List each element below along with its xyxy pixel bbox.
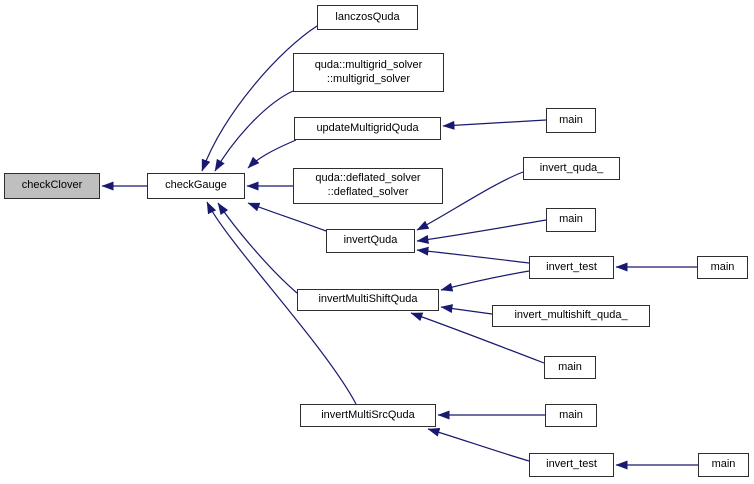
node-invertQuda[interactable]: invertQuda [326, 229, 415, 253]
edge-invert-test2-to-invertMultiSrcQuda [427, 427, 530, 462]
edge-invertMultiShiftQuda-to-checkGauge [217, 202, 298, 294]
node-invertMultiShiftQuda[interactable]: invertMultiShiftQuda [297, 289, 439, 311]
node-invertMultiSrcQuda[interactable]: invertMultiSrcQuda [300, 404, 436, 427]
node-main-5[interactable]: main [545, 404, 597, 427]
node-invert-quda-[interactable]: invert_quda_ [523, 157, 620, 180]
edge-invert-quda--to-invertQuda [416, 171, 524, 231]
node-invert-test-1[interactable]: invert_test [529, 256, 614, 279]
node-lanczosQuda[interactable]: lanczosQuda [317, 5, 418, 30]
node-checkGauge[interactable]: checkGauge [147, 173, 245, 199]
edge-invertMultiSrcQuda-to-checkGauge [206, 201, 357, 405]
edge-updateMultigridQuda-to-checkGauge [247, 139, 297, 169]
node-main-6[interactable]: main [698, 453, 749, 477]
edge-lanczosQuda-to-checkGauge [201, 25, 318, 172]
edge-multigrid-solver-to-checkGauge [214, 90, 294, 172]
node-deflated-solver[interactable]: quda::deflated_solver ::deflated_solver [293, 168, 443, 204]
edge-invert-test1-to-invertMultiShiftQuda [440, 270, 530, 292]
node-updateMultigridQuda[interactable]: updateMultigridQuda [294, 117, 441, 140]
edge-invert-test1-to-invertQuda [416, 246, 530, 264]
node-checkClover: checkClover [4, 173, 100, 199]
edge-invertQuda-to-checkGauge [247, 202, 327, 232]
node-main-3[interactable]: main [697, 256, 748, 279]
edge-main1-to-updateMultigridQuda [442, 119, 547, 130]
node-main-4[interactable]: main [544, 356, 596, 379]
node-multigrid-solver[interactable]: quda::multigrid_solver ::multigrid_solve… [293, 53, 444, 92]
edge-main4-to-invertMultiShiftQuda [410, 312, 545, 364]
edge-invert-multishift-quda--to-invertMultiShiftQuda [440, 304, 493, 315]
edge-main2-to-invertQuda [416, 219, 547, 244]
node-main-2[interactable]: main [546, 208, 596, 232]
node-invert-multishift-quda-[interactable]: invert_multishift_quda_ [492, 305, 650, 327]
node-main-1[interactable]: main [546, 108, 596, 133]
node-invert-test-2[interactable]: invert_test [529, 453, 614, 477]
